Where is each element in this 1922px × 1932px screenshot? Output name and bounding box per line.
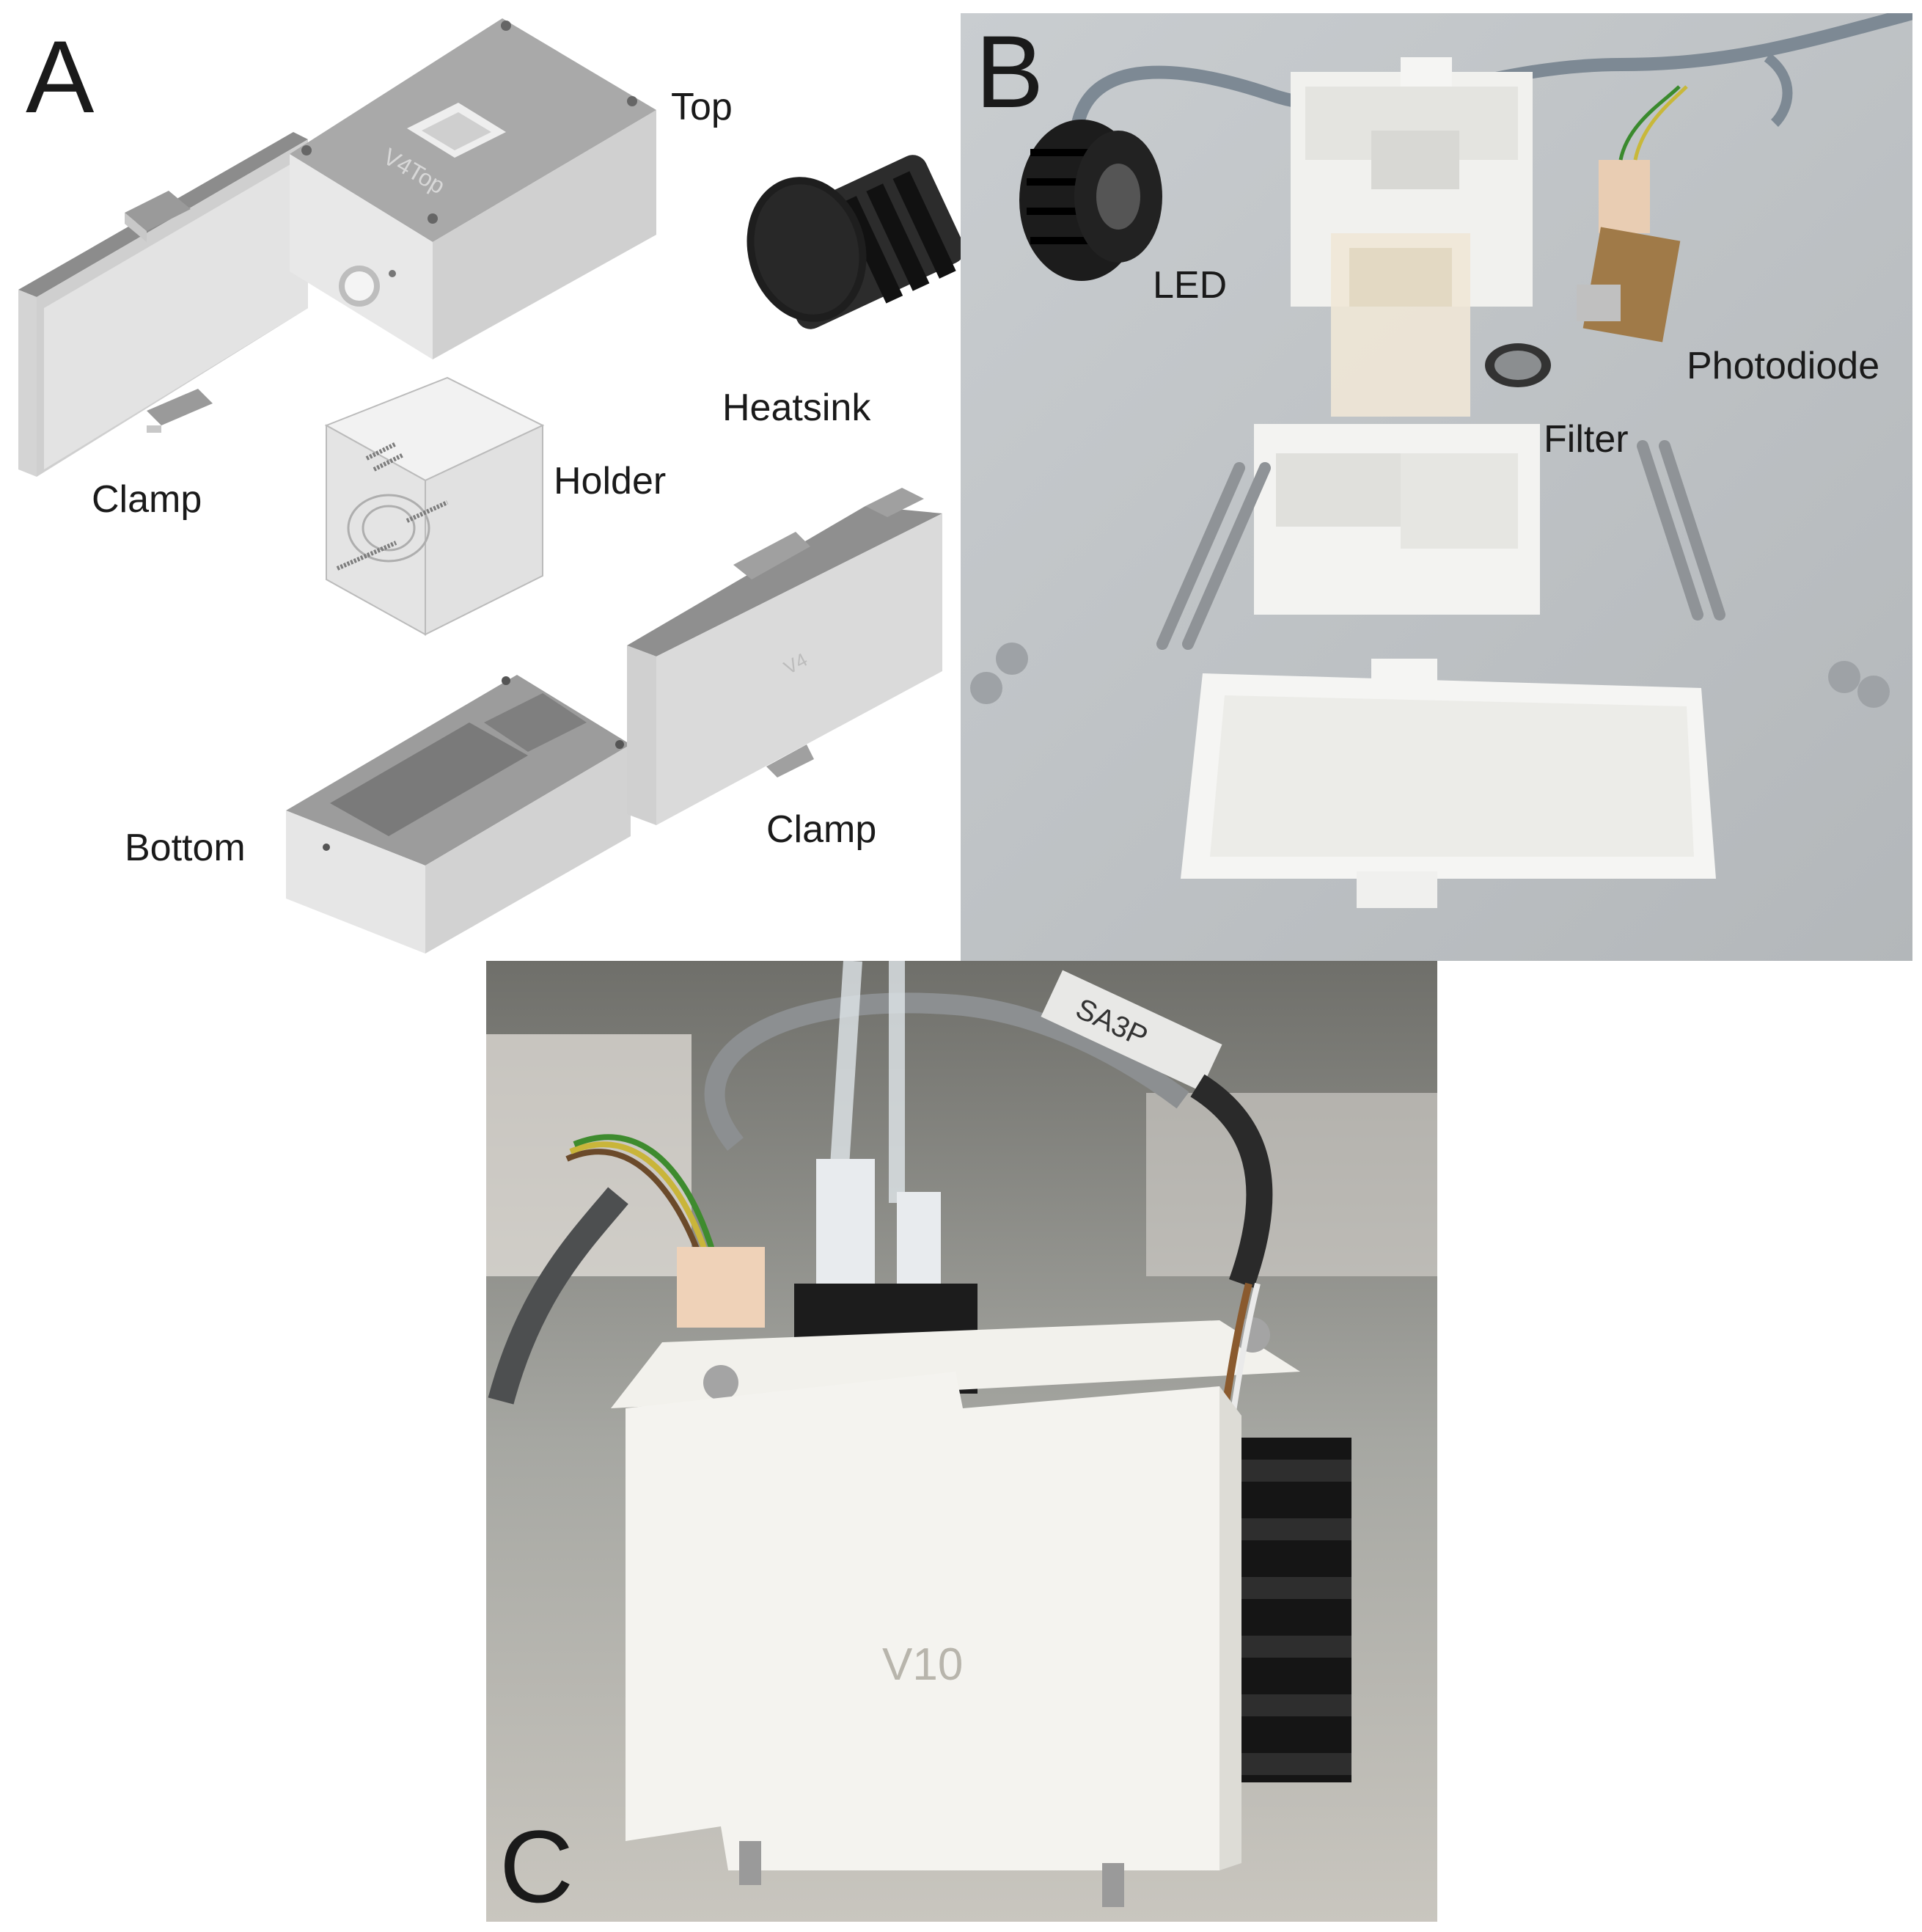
label-clamp-right: Clamp: [766, 808, 877, 851]
holder-photo: [1331, 233, 1470, 417]
clamp-right-part: V4: [627, 488, 942, 825]
label-bottom: Bottom: [125, 827, 246, 869]
label-filter: Filter: [1544, 418, 1629, 461]
bottom-part: [286, 675, 631, 954]
label-top: Top: [671, 86, 733, 128]
label-holder: Holder: [554, 460, 667, 502]
panel-c-letter: C: [499, 1809, 574, 1922]
clamp-part-photo: [1181, 659, 1716, 908]
assembled-photo-illustration: SA3P: [486, 961, 1437, 1922]
photodiode-photo: [1577, 85, 1688, 343]
screws-photo: [1156, 440, 1725, 650]
clamp-front-photo: [626, 1372, 1241, 1870]
panel-a-letter: A: [26, 19, 95, 134]
connector-photo: [677, 1247, 765, 1328]
panel-b-parts-photo: B LED Photodiode Filter: [961, 13, 1912, 961]
top-block-part: V4Top: [290, 18, 656, 359]
led-heatsink-photo: [1019, 120, 1162, 281]
label-led: LED: [1153, 264, 1228, 307]
cad-exploded-view: V4 Top: [18, 18, 961, 954]
panel-b-letter: B: [975, 14, 1044, 129]
label-photodiode: Photodiode: [1687, 345, 1880, 387]
parts-photo-illustration: [961, 13, 1912, 961]
bottom-part-photo: [1254, 424, 1540, 615]
holder-part: [324, 376, 545, 636]
panel-c-assembled-photo: SA3P: [486, 961, 1437, 1922]
heatsink-part: [747, 155, 961, 329]
label-clamp-left: Clamp: [92, 478, 202, 521]
label-heatsink: Heatsink: [722, 387, 871, 429]
filter-photo: [1485, 343, 1551, 387]
panel-a-cad-render: V4 Top: [0, 0, 961, 961]
device-engraving: V10: [882, 1639, 963, 1690]
nuts-photo: [970, 643, 1890, 708]
clamp-left-part: [18, 132, 308, 477]
